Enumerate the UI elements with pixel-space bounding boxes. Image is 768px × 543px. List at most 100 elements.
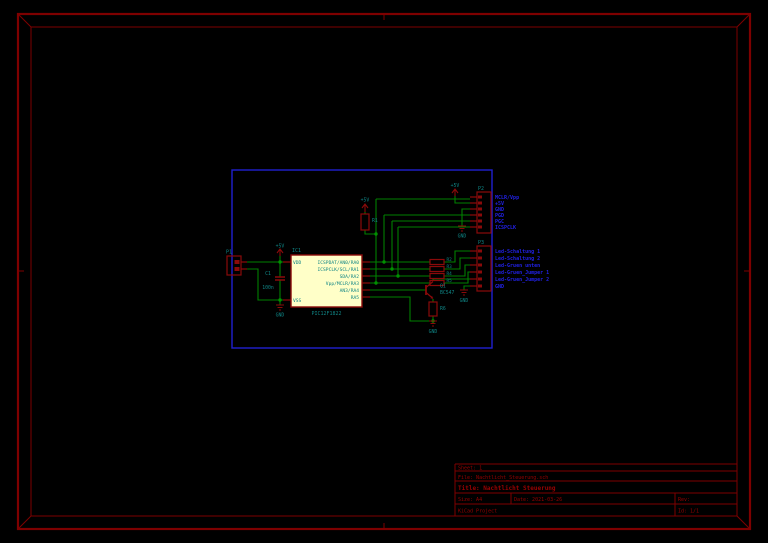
net-label[interactable]: Led-Gruen unten (495, 263, 540, 269)
ic-pin-label-ra2: SDA/RA2 (340, 274, 360, 280)
frame-inner-border (30, 26, 738, 517)
capacitor-c1-value[interactable]: 100n (262, 285, 274, 291)
net-label[interactable]: PGD (495, 213, 504, 219)
hierarchical-sheet-outline[interactable] (231, 169, 493, 349)
connector-p2-body[interactable] (476, 191, 492, 234)
connector-p2-refdes[interactable]: P2 (478, 186, 484, 192)
connector-p1-refdes[interactable]: P1 (226, 250, 232, 256)
connector-p1[interactable]: P1 (226, 250, 247, 276)
wire[interactable] (391, 220, 470, 269)
net-label[interactable]: Led-Schaltung 2 (495, 256, 540, 262)
title-block-company: KiCad Project (458, 509, 497, 515)
plus5v-label: +5V (361, 198, 370, 204)
ic-pin-label-vdd: VDD (293, 260, 302, 266)
wires[interactable] (247, 196, 470, 322)
resistor-r4[interactable]: R4 (429, 271, 453, 280)
resistor-r6-body[interactable] (428, 301, 438, 317)
resistor-r4-refdes[interactable]: R4 (447, 271, 453, 277)
gnd-label: GND (429, 329, 438, 335)
p2-net-labels[interactable]: MCLR/Vpp +5V GND PGD PGC ICSPCLK (495, 195, 519, 231)
resistor-r6-refdes[interactable]: R6 (440, 306, 446, 312)
transistor-q1-value[interactable]: BC547 (440, 290, 455, 296)
wire[interactable] (444, 264, 470, 277)
resistor-r1-refdes[interactable]: R1 (372, 218, 378, 224)
net-label[interactable]: GND (495, 207, 504, 213)
connector-p3-refdes[interactable]: P3 (478, 240, 484, 246)
power-flag-5v-r1[interactable]: +5V (361, 198, 370, 213)
wire[interactable] (454, 196, 470, 204)
p3-net-labels[interactable]: Led-Schaltung 1 Led-Schaltung 2 Led-Grue… (495, 249, 549, 290)
wire[interactable] (247, 268, 283, 301)
connector-p2[interactable]: P2 (470, 186, 492, 234)
plus5v-arrow-icon (361, 203, 369, 212)
gnd-icon (458, 225, 466, 232)
wire-junctions (278, 232, 435, 323)
resistor-r3-refdes[interactable]: R3 (447, 264, 453, 270)
gnd-label: GND (276, 313, 285, 319)
net-label[interactable]: GND (495, 284, 504, 290)
transistor-q1-emitter-arrow (430, 295, 433, 299)
ic-pic12f1822[interactable]: IC1 PIC12F1822 VDD VSS ICSPDAT/AN0/RA0 I… (283, 248, 370, 317)
title-block-lines (454, 463, 737, 516)
connector-p3[interactable]: P3 (470, 240, 492, 292)
resistor-r5[interactable]: R5 (429, 278, 453, 287)
gnd-symbol-left[interactable]: GND (276, 304, 285, 319)
ic-part-number[interactable]: PIC12F1822 (311, 311, 341, 317)
ic-pin-stubs (283, 261, 370, 301)
capacitor-c1[interactable]: C1 100n (262, 271, 285, 291)
resistor-r5-refdes[interactable]: R5 (447, 278, 453, 284)
resistor-r3-body[interactable] (429, 265, 445, 273)
net-label[interactable]: PGC (495, 219, 504, 225)
net-label[interactable]: +5V (495, 201, 504, 207)
wire[interactable] (444, 257, 470, 270)
sheet-frame (16, 12, 752, 531)
gnd-symbol-p3[interactable]: GND (460, 289, 469, 304)
resistor-r5-body[interactable] (429, 279, 445, 287)
wire[interactable] (383, 214, 470, 262)
resistor-r2[interactable]: R2 (429, 257, 453, 266)
title-block: Sheet: 1 File: Nachtlicht_Steuerung.sch … (454, 463, 737, 516)
connector-p1-body[interactable] (226, 255, 242, 276)
net-label[interactable]: MCLR/Vpp (495, 195, 519, 201)
ic-refdes[interactable]: IC1 (292, 248, 301, 254)
wire[interactable] (444, 271, 470, 284)
plus5v-arrow-icon (451, 188, 459, 196)
net-label[interactable]: Led-Schaltung 1 (495, 249, 540, 255)
gnd-symbol-p2[interactable]: GND (458, 225, 467, 240)
title-block-file: File: Nachtlicht_Steuerung.sch (458, 475, 548, 481)
wire[interactable] (370, 261, 430, 284)
gnd-icon (429, 320, 437, 327)
connector-p3-pins (478, 249, 482, 288)
wire[interactable] (461, 208, 470, 226)
ic-pin-label-ra5: RA5 (351, 295, 360, 301)
wire[interactable] (463, 285, 470, 290)
power-flag-5v-left[interactable]: +5V (276, 244, 285, 257)
connector-p1-stubs (241, 261, 247, 270)
capacitor-c1-refdes[interactable]: C1 (265, 271, 271, 277)
ic-pin-label-vss: VSS (293, 298, 302, 304)
transistor-q1[interactable]: Q1 BC547 (425, 281, 455, 299)
transistor-q1-refdes[interactable]: Q1 (440, 284, 446, 290)
connector-p3-body[interactable] (476, 245, 492, 292)
resistor-r3[interactable]: R3 (429, 264, 453, 273)
net-label[interactable]: ICSPCLK (495, 225, 516, 231)
net-label[interactable]: Led-Gruen_Jumper 2 (495, 277, 549, 283)
frame-zone-ticks (18, 14, 750, 529)
resistor-r2-body[interactable] (429, 258, 445, 266)
resistor-r1[interactable]: R1 (360, 213, 378, 231)
wire[interactable] (375, 198, 470, 283)
title-block-id: Id: 1/1 (678, 509, 699, 515)
power-flag-5v-topright[interactable]: +5V (451, 183, 460, 196)
ic-body[interactable] (290, 254, 363, 308)
wire[interactable] (397, 226, 470, 276)
resistor-r1-body[interactable] (360, 213, 370, 231)
resistor-r4-body[interactable] (429, 272, 445, 280)
resistor-r6[interactable]: R6 (428, 301, 446, 317)
wire[interactable] (444, 250, 470, 263)
wire[interactable] (370, 296, 433, 322)
net-label[interactable]: Led-Gruen_Jumper 1 (495, 270, 549, 276)
resistor-r2-refdes[interactable]: R2 (447, 257, 453, 263)
gnd-label: GND (460, 298, 469, 304)
gnd-symbol-q1[interactable]: GND (429, 320, 438, 335)
title-block-size: Size: A4 (458, 497, 482, 503)
